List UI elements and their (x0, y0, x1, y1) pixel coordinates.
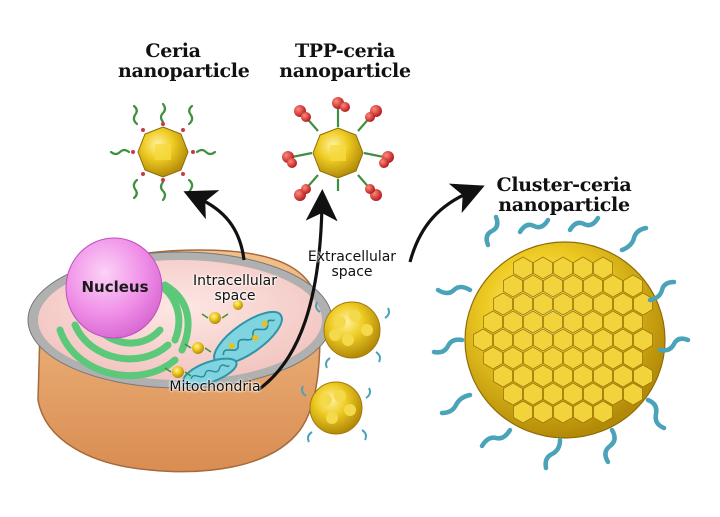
endoplasmic-reticulum-icon (56, 276, 192, 379)
cluster-facet (563, 346, 583, 370)
cluster-facet (533, 328, 553, 352)
cluster-facet (623, 346, 643, 370)
intracellular-particles (164, 300, 243, 378)
cluster-facet (533, 400, 553, 424)
intracellular-space-label: Intracellular space (192, 273, 277, 304)
cluster-facet (613, 364, 633, 388)
cluster-facet (563, 382, 583, 406)
cluster-facet (553, 292, 573, 316)
cluster-facet (553, 256, 573, 280)
cluster-facet (513, 400, 533, 424)
cluster-facet (603, 346, 623, 370)
cluster-facet (623, 274, 643, 298)
cluster-facet (573, 256, 593, 280)
cluster-facet (573, 400, 593, 424)
cluster-facet (563, 274, 583, 298)
curved-arrow-icon (183, 190, 246, 261)
tpp-ceria-nanoparticle-icon (282, 97, 394, 201)
mitochondrion-icon (182, 310, 283, 387)
cluster-facet (473, 328, 493, 352)
extracellular-cluster-particles (301, 301, 390, 443)
cluster-facet (533, 292, 553, 316)
cluster-facet (603, 310, 623, 334)
cluster-facet (603, 274, 623, 298)
ceria-nanoparticle-icon (109, 102, 217, 202)
cluster-facet (603, 382, 623, 406)
cluster-facet (613, 292, 633, 316)
cluster-facet (563, 310, 583, 334)
cluster-facet (533, 364, 553, 388)
cluster-facet (523, 346, 543, 370)
cluster-facet (583, 382, 603, 406)
ceria-nanoparticle-label: Ceria nanoparticle (118, 40, 250, 82)
arrows (183, 183, 485, 392)
cluster-facet (573, 328, 593, 352)
cluster-facet (593, 328, 613, 352)
cluster-facet (493, 292, 513, 316)
nucleus-label: Nucleus (81, 278, 149, 296)
cluster-facet (583, 310, 603, 334)
cluster-facet (483, 346, 503, 370)
cluster-facet (533, 256, 553, 280)
cluster-facet (633, 328, 653, 352)
cluster-facet (543, 382, 563, 406)
cluster-facet (573, 292, 593, 316)
cluster-facet (583, 346, 603, 370)
cluster-facet (553, 328, 573, 352)
cluster-facet (623, 310, 643, 334)
cluster-facet (523, 382, 543, 406)
cluster-facet (543, 274, 563, 298)
extracellular-space-label: Extracellular space (307, 249, 397, 280)
cluster-facet (523, 274, 543, 298)
cluster-facet (493, 328, 513, 352)
tpp-ceria-nanoparticle-label: TPP-ceria nanoparticle (279, 40, 411, 82)
curved-arrow-icon (408, 183, 485, 263)
cluster-facet (503, 274, 523, 298)
cluster-facet (493, 364, 513, 388)
cluster-facet (513, 364, 533, 388)
cluster-facet (503, 310, 523, 334)
cluster-facet (613, 328, 633, 352)
cluster-facet (593, 400, 613, 424)
cluster-facet (553, 364, 573, 388)
cluster-facet (513, 256, 533, 280)
cell-icon (27, 237, 333, 473)
cluster-facet (583, 274, 603, 298)
cluster-ceria-nanoparticle-label: Cluster-ceria nanoparticle (496, 174, 632, 216)
cluster-facet (593, 364, 613, 388)
mitochondria-label: Mitochondria (169, 379, 261, 395)
cluster-facet (593, 256, 613, 280)
cluster-ceria-nanoparticle-icon (431, 214, 691, 471)
cluster-facet (483, 310, 503, 334)
cluster-facet (633, 364, 653, 388)
cluster-facet (593, 292, 613, 316)
cluster-facet (513, 328, 533, 352)
cluster-facet (553, 400, 573, 424)
cluster-facet (513, 292, 533, 316)
cluster-facet (503, 346, 523, 370)
curved-arrow-icon (257, 189, 338, 392)
cluster-facet (523, 310, 543, 334)
nucleus-icon (65, 237, 163, 339)
cluster-facet (623, 382, 643, 406)
cluster-facet (543, 310, 563, 334)
cluster-facet (573, 364, 593, 388)
cluster-facet (543, 346, 563, 370)
cluster-facet (503, 382, 523, 406)
